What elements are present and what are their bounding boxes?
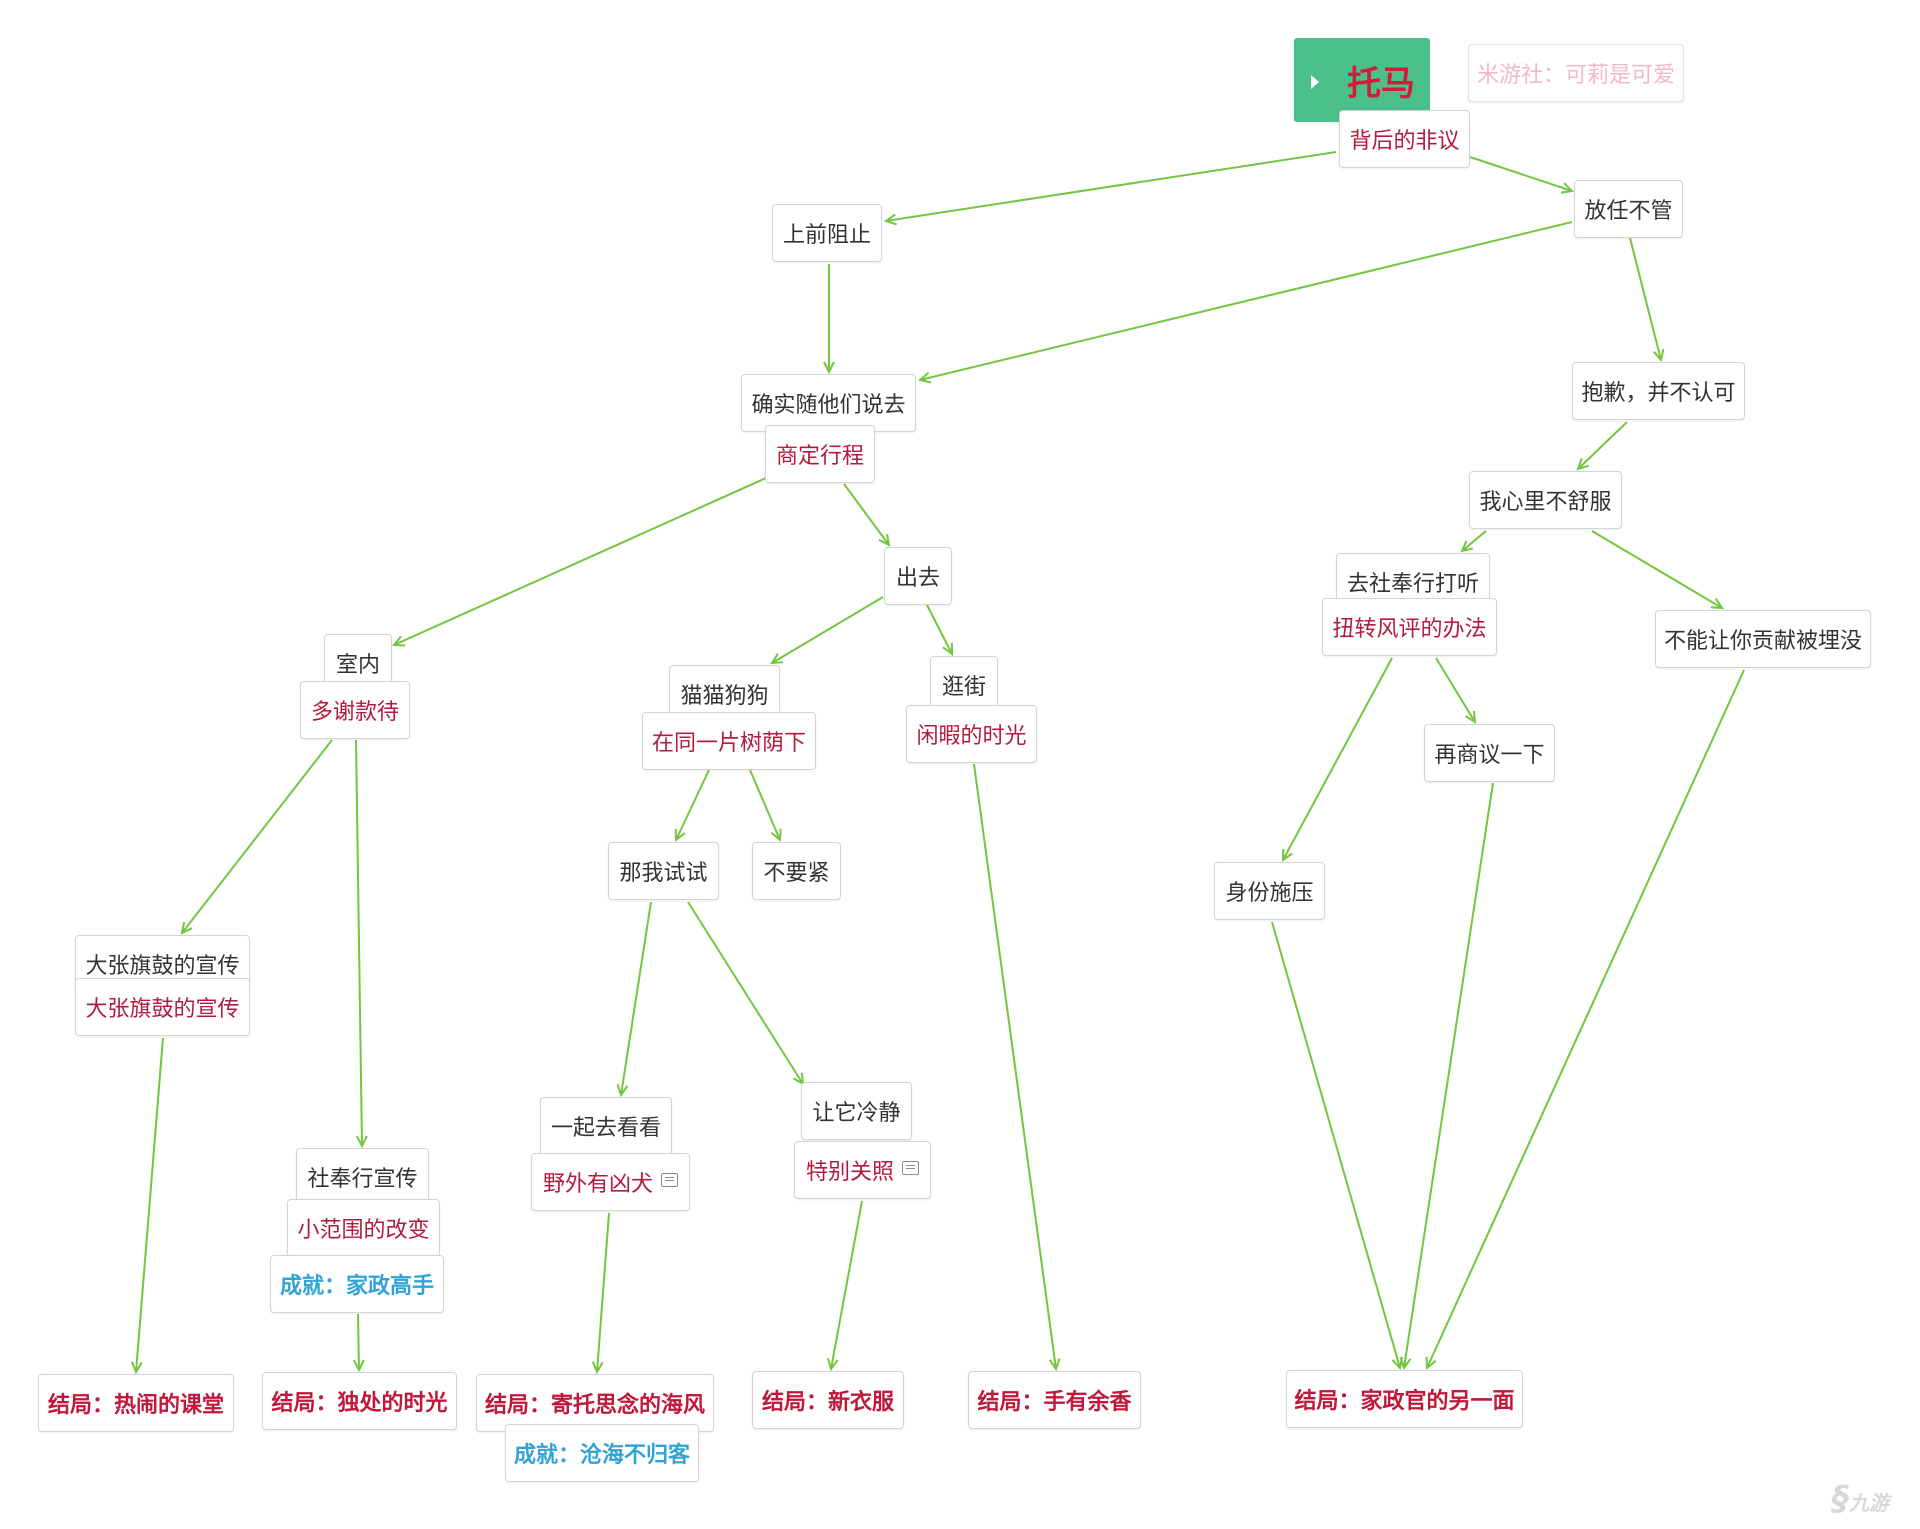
connector-arrow	[843, 483, 891, 547]
root-title: 托马	[1347, 63, 1415, 104]
connector-arrow	[926, 604, 954, 656]
dialog-node[interactable]: 大张旗鼓的宣传	[75, 978, 250, 1036]
achievement-node[interactable]: 成就：家政高手	[270, 1255, 444, 1313]
dialog-node[interactable]: 商定行程	[765, 425, 875, 483]
choice-node[interactable]: 我心里不舒服	[1469, 471, 1622, 529]
ending-node[interactable]: 结局：手有余香	[968, 1371, 1141, 1429]
connector-arrow	[883, 151, 1337, 226]
connector-arrow	[917, 221, 1573, 384]
connector-arrow	[1469, 156, 1575, 194]
choice-node[interactable]: 不能让你贡献被埋没	[1655, 610, 1871, 668]
connector-arrow	[1460, 530, 1487, 553]
jiuyou-logo: §九游	[1832, 1479, 1889, 1519]
connector-arrow	[674, 769, 710, 843]
dialog-node[interactable]: 野外有凶犬	[531, 1153, 690, 1211]
connector-arrow	[687, 901, 805, 1086]
ending-node[interactable]: 结局：新衣服	[752, 1371, 904, 1429]
note-icon[interactable]	[661, 1173, 678, 1187]
dialog-node[interactable]: 在同一片树荫下	[642, 712, 816, 770]
connector-arrow	[1399, 782, 1494, 1371]
choice-node[interactable]: 确实随他们说去	[741, 374, 916, 432]
connector-arrow	[391, 477, 767, 647]
connector-arrow	[616, 901, 652, 1098]
connector-arrow	[770, 596, 884, 665]
connector-arrow	[352, 1313, 365, 1373]
dialog-label: 特别关照	[805, 1160, 894, 1185]
dialog-label: 野外有凶犬	[542, 1172, 653, 1197]
choice-node[interactable]: 身份施压	[1214, 862, 1325, 920]
note-icon[interactable]	[902, 1161, 919, 1175]
connector-arrow	[1281, 657, 1393, 862]
connector-arrow	[749, 769, 782, 843]
ending-node[interactable]: 结局：独处的时光	[262, 1372, 457, 1430]
collapse-toggle-icon[interactable]	[1311, 75, 1319, 89]
source-watermark: 米游社：可莉是可爱	[1468, 44, 1684, 102]
logo-text: 九游	[1849, 1491, 1889, 1515]
connector-arrow	[1591, 530, 1724, 610]
choice-node[interactable]: 一起去看看	[540, 1097, 672, 1155]
choice-node[interactable]: 逛街	[930, 656, 998, 714]
choice-node[interactable]: 那我试试	[608, 842, 719, 900]
dialog-node[interactable]: 闲暇的时光	[906, 705, 1037, 763]
connector-arrow	[1425, 669, 1745, 1371]
dialog-node[interactable]: 背后的非议	[1339, 110, 1470, 168]
connector-arrow	[591, 1212, 610, 1375]
choice-node[interactable]: 上前阻止	[772, 204, 882, 262]
dialog-node[interactable]: 小范围的改变	[287, 1199, 440, 1257]
dialog-node[interactable]: 特别关照	[794, 1141, 931, 1199]
connector-arrow	[130, 1037, 164, 1375]
choice-node[interactable]: 出去	[884, 547, 952, 605]
choice-node[interactable]: 社奉行宣传	[296, 1148, 429, 1206]
choice-node[interactable]: 让它冷静	[801, 1082, 912, 1140]
ending-node[interactable]: 结局：寄托思念的海风	[476, 1374, 714, 1432]
connector-arrow	[1576, 421, 1628, 471]
connector-arrow	[1435, 657, 1477, 724]
choice-node[interactable]: 抱歉，并不认可	[1572, 362, 1745, 420]
choice-node[interactable]: 不要紧	[752, 842, 841, 900]
connector-arrow	[973, 763, 1061, 1372]
connector-arrow	[826, 1200, 863, 1372]
choice-node[interactable]: 再商议一下	[1424, 724, 1555, 782]
achievement-node[interactable]: 成就：沧海不归客	[505, 1424, 699, 1482]
ending-node[interactable]: 结局：家政官的另一面	[1286, 1370, 1523, 1428]
root-node-tuoma: 托马	[1294, 38, 1430, 122]
choice-node[interactable]: 放任不管	[1574, 180, 1683, 238]
dialog-node[interactable]: 扭转风评的办法	[1322, 598, 1497, 656]
ending-node[interactable]: 结局：热闹的课堂	[38, 1374, 234, 1432]
connector-arrow	[355, 739, 368, 1149]
connector-arrow	[1271, 921, 1404, 1371]
dialog-node[interactable]: 多谢款待	[300, 681, 410, 739]
connector-arrow	[180, 739, 333, 935]
connector-arrow	[1629, 237, 1665, 363]
